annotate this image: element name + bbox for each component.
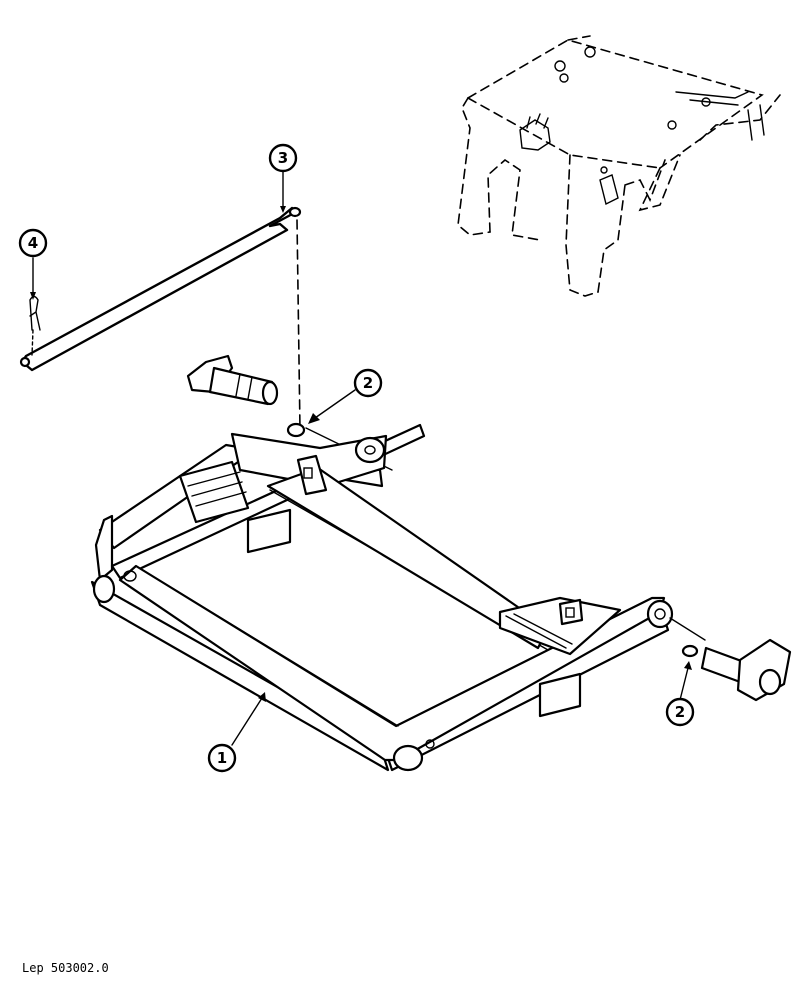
callout-circle-icon [18, 228, 48, 258]
callout-circle-icon [207, 743, 237, 773]
callout-3: 3 [268, 143, 298, 173]
callout-circle-icon [268, 143, 298, 173]
callout-4: 4 [18, 228, 48, 258]
callout-2-lower: 2 [665, 697, 695, 727]
callout-label: 2 [675, 703, 685, 721]
callout-label: 2 [363, 374, 373, 392]
reference-code: Lep 503002.0 [22, 961, 109, 975]
linkage-rod [19, 206, 302, 431]
hair-pin-clip [29, 295, 41, 356]
callout-2-upper: 2 [353, 368, 383, 398]
vehicle-mounting-outline [457, 35, 781, 297]
callout-label: 1 [217, 749, 227, 767]
callout-label: 4 [28, 234, 38, 252]
lower-pivot-pin [669, 617, 792, 702]
callout-label: 3 [278, 149, 288, 167]
callout-circle-icon [353, 368, 383, 398]
callout-circle-icon [665, 697, 695, 727]
callout-1: 1 [207, 743, 237, 773]
seat-frame [90, 423, 674, 772]
upper-pivot-pin [186, 354, 393, 471]
callout-leaders [30, 171, 692, 746]
